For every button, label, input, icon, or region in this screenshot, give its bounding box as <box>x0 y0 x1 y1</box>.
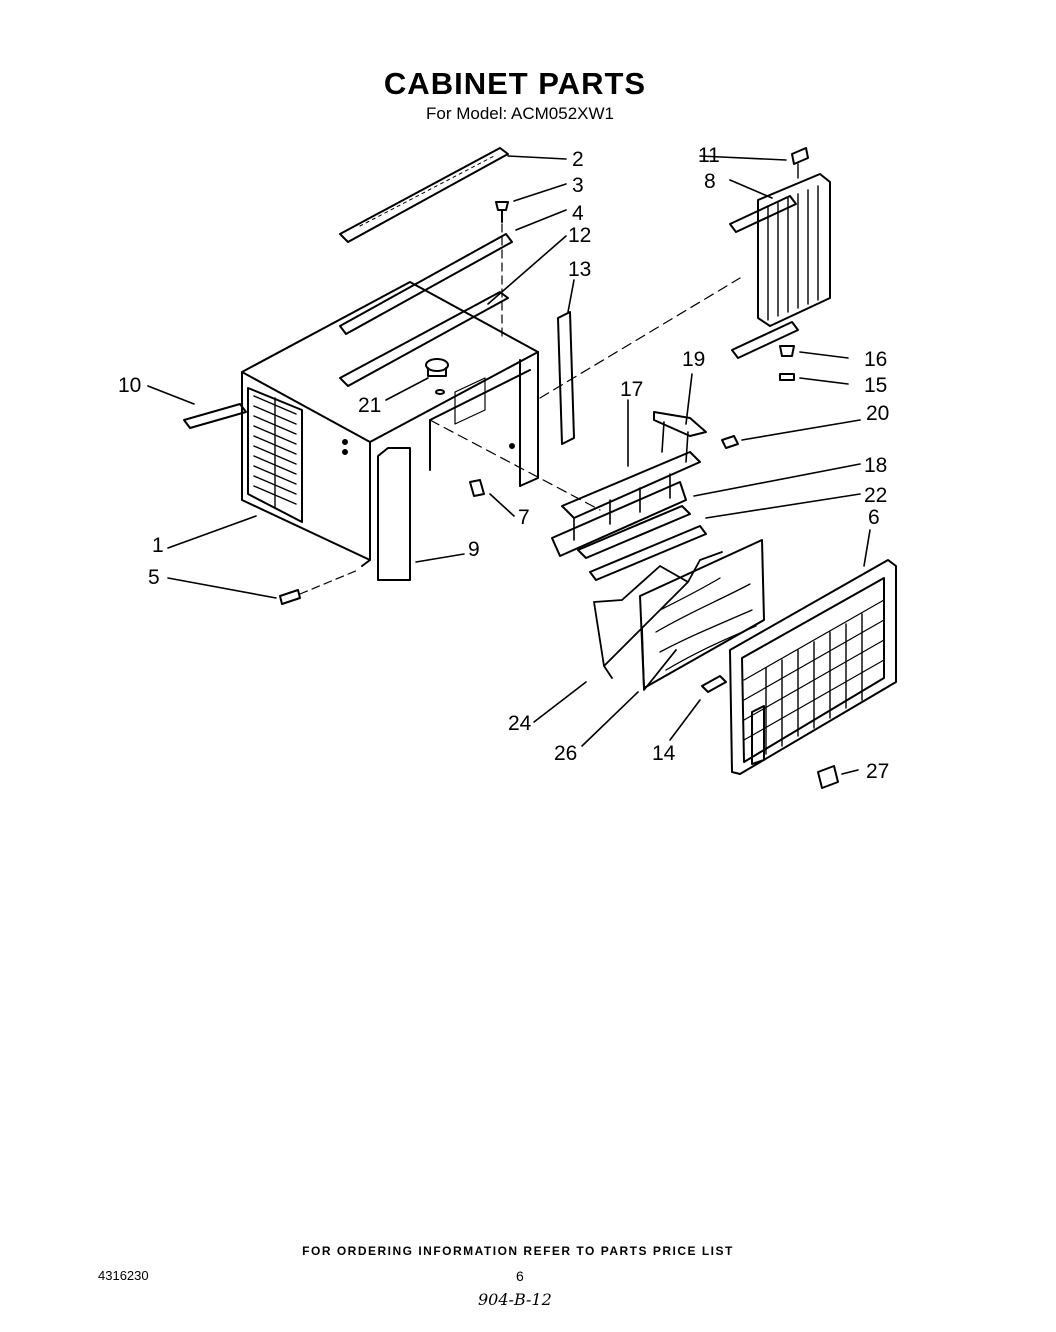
callout-18: 18 <box>864 454 887 477</box>
part-20-clip <box>721 435 739 449</box>
page-number: 6 <box>516 1268 524 1284</box>
callout-13: 13 <box>568 258 591 281</box>
callout-1: 1 <box>152 534 164 557</box>
handwritten-note: 904-B-12 <box>478 1290 552 1309</box>
part-12-strip <box>339 291 509 387</box>
callout-17: 17 <box>620 378 643 401</box>
callout-16: 16 <box>864 348 887 371</box>
callout-12: 12 <box>568 224 591 247</box>
part-16-screw <box>779 345 795 357</box>
model-subtitle: For Model: ACM052XW1 <box>425 104 614 123</box>
callout-7: 7 <box>518 506 530 529</box>
ordering-instruction: FOR ORDERING INFORMATION REFER TO PARTS … <box>302 1244 734 1258</box>
callout-19: 19 <box>682 348 705 371</box>
callout-22: 21 <box>358 394 381 417</box>
callout-21: 27 <box>866 760 889 783</box>
part-13-channel <box>557 311 575 445</box>
part-10-strip <box>183 403 247 429</box>
part-17-bracket <box>551 451 701 557</box>
part-5-screw <box>279 589 301 605</box>
callout-2: 2 <box>572 148 584 171</box>
callout-15: 15 <box>864 374 887 397</box>
part-15-washer <box>779 373 795 381</box>
part-11-screw <box>791 147 809 165</box>
part-24-strip <box>589 525 707 581</box>
callout-14: 14 <box>652 742 676 765</box>
part-26-wire-frame <box>593 551 723 691</box>
part-6-front-grille <box>729 559 897 775</box>
callout-26: 24 <box>508 712 532 735</box>
part-4-strip <box>339 233 513 335</box>
part-19-fitting <box>653 411 707 437</box>
part-22-knob <box>425 358 449 395</box>
part-7-clip <box>469 479 485 497</box>
page-title: CABINET PARTS <box>383 66 647 101</box>
callout-10: 10 <box>118 374 141 397</box>
callout-6: 6 <box>868 506 880 529</box>
callout-24: 22 <box>864 484 887 507</box>
callout-9: 9 <box>468 538 480 561</box>
part-14-strip <box>701 675 727 693</box>
callout-5: 5 <box>148 566 160 589</box>
callout-4: 4 <box>572 202 584 225</box>
callout-27: 26 <box>554 742 577 765</box>
part-21-knob <box>817 765 839 789</box>
part-18-strip <box>577 505 691 559</box>
document-number: 4316230 <box>98 1268 149 1283</box>
callout-20: 20 <box>866 402 889 425</box>
part-3-screw <box>495 201 509 223</box>
callout-11: 11 <box>698 144 720 167</box>
callout-3: 3 <box>572 174 584 197</box>
part-1-cabinet <box>241 281 539 567</box>
part-27-filter <box>639 539 765 689</box>
part-8-panel <box>729 173 831 359</box>
part-9-seal <box>377 447 411 581</box>
callout-8: 8 <box>704 170 716 193</box>
part-2-top-rail <box>339 147 509 243</box>
